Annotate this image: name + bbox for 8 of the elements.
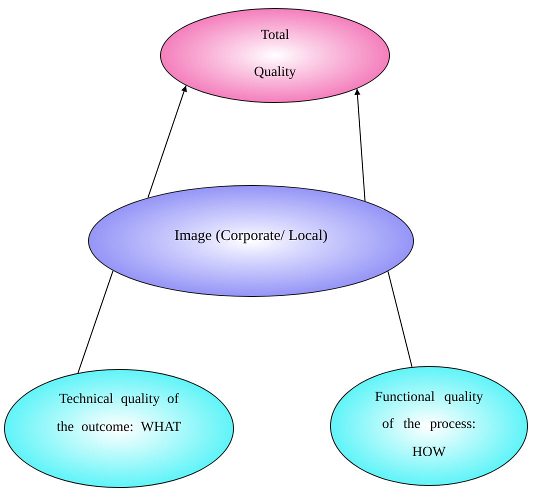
node-label: Technical quality of the outcome: WHAT (56, 390, 182, 436)
connector-line (388, 270, 412, 368)
node-label: Total Quality (253, 26, 297, 82)
connector-line (78, 270, 114, 374)
node-label: Functional quality of the process: HOW (374, 388, 484, 462)
node-label: Image (Corporate/ Local) (173, 227, 329, 246)
arrow (148, 85, 187, 198)
arrow (354, 88, 366, 202)
